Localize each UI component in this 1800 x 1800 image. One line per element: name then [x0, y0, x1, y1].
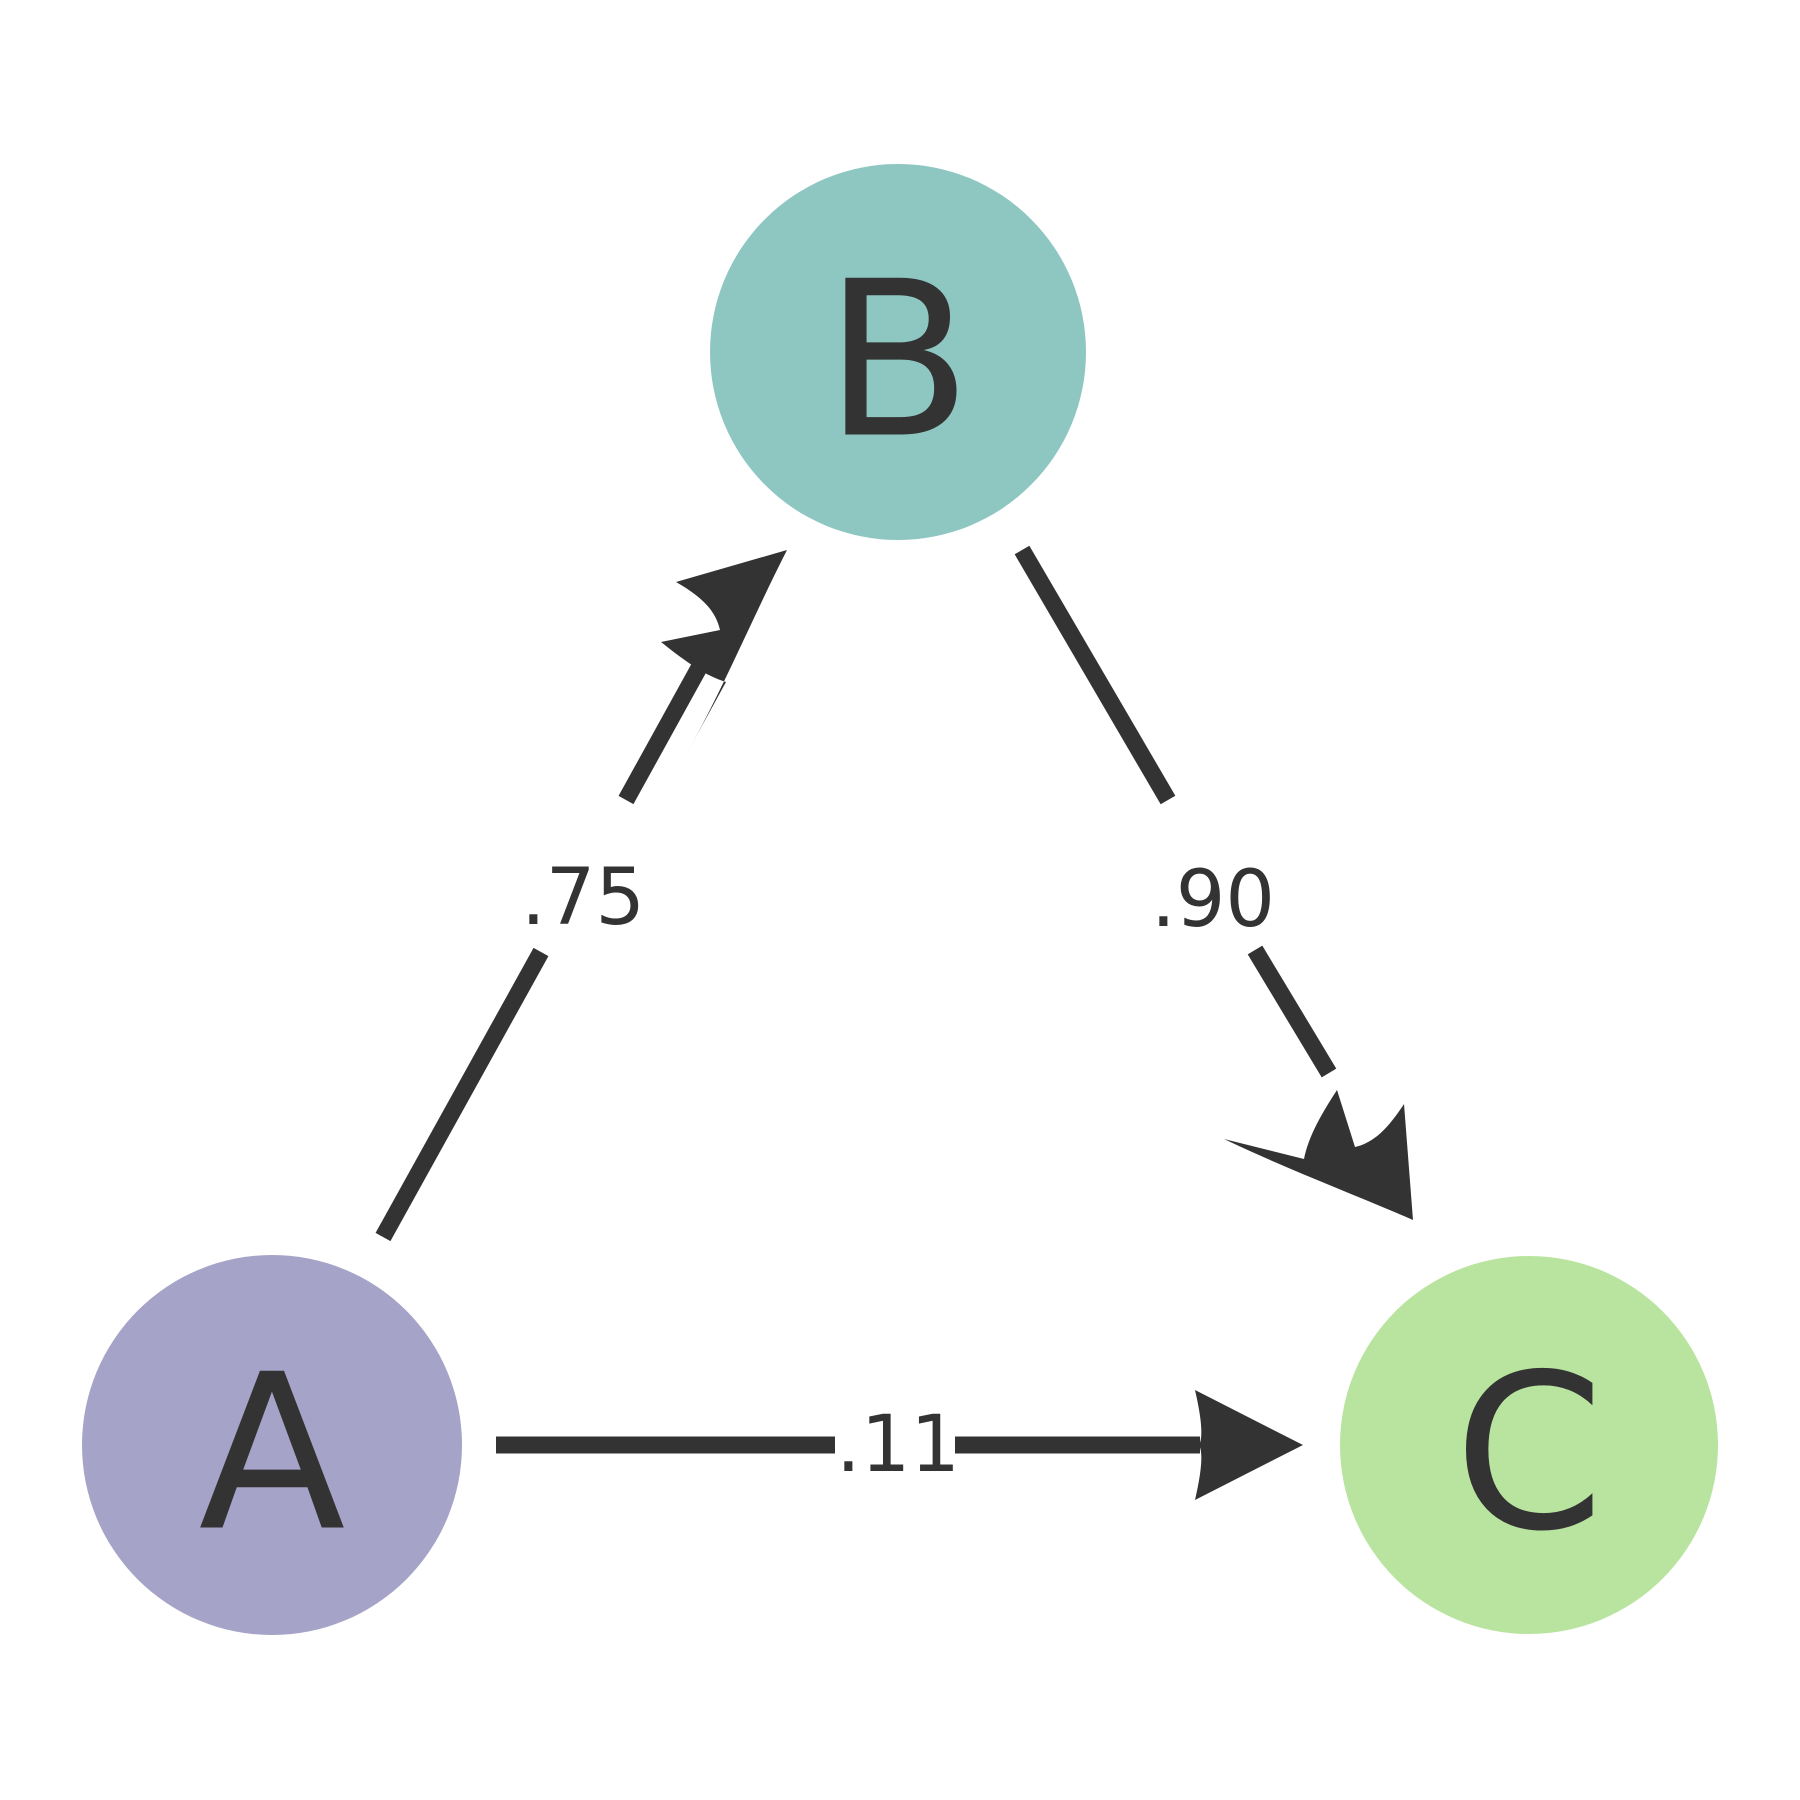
- node-c-label: C: [1454, 1328, 1604, 1579]
- edge-b-to-c-label: .90: [1151, 855, 1275, 945]
- node-b[interactable]: B: [710, 164, 1086, 540]
- node-a-label: A: [198, 1328, 345, 1579]
- node-b-label: B: [824, 235, 972, 486]
- edge-a-to-b-segment-lower: [375, 947, 549, 1242]
- edge-a-to-b[interactable]: .75: [375, 550, 787, 1242]
- edge-a-to-c[interactable]: .11: [496, 1390, 1303, 1500]
- node-a-circle[interactable]: [82, 1255, 462, 1635]
- edge-a-to-b-arrowhead: [661, 550, 787, 753]
- edge-b-to-c[interactable]: .90: [1014, 545, 1413, 1220]
- edge-b-to-c-segment-upper: [1014, 545, 1176, 805]
- edge-a-to-b-segment-upper: [618, 661, 708, 805]
- node-b-circle[interactable]: [710, 164, 1086, 540]
- edge-a-to-c-arrowhead: [1195, 1390, 1303, 1500]
- edge-a-to-b-label: .75: [521, 853, 645, 943]
- node-c-circle[interactable]: [1340, 1256, 1718, 1634]
- edge-b-to-c-arrowhead: [1224, 1090, 1413, 1220]
- edge-a-to-c-label: .11: [836, 1400, 960, 1490]
- node-a[interactable]: A: [82, 1255, 462, 1635]
- node-c[interactable]: C: [1340, 1256, 1718, 1634]
- edge-b-to-c-segment-lower: [1247, 945, 1337, 1078]
